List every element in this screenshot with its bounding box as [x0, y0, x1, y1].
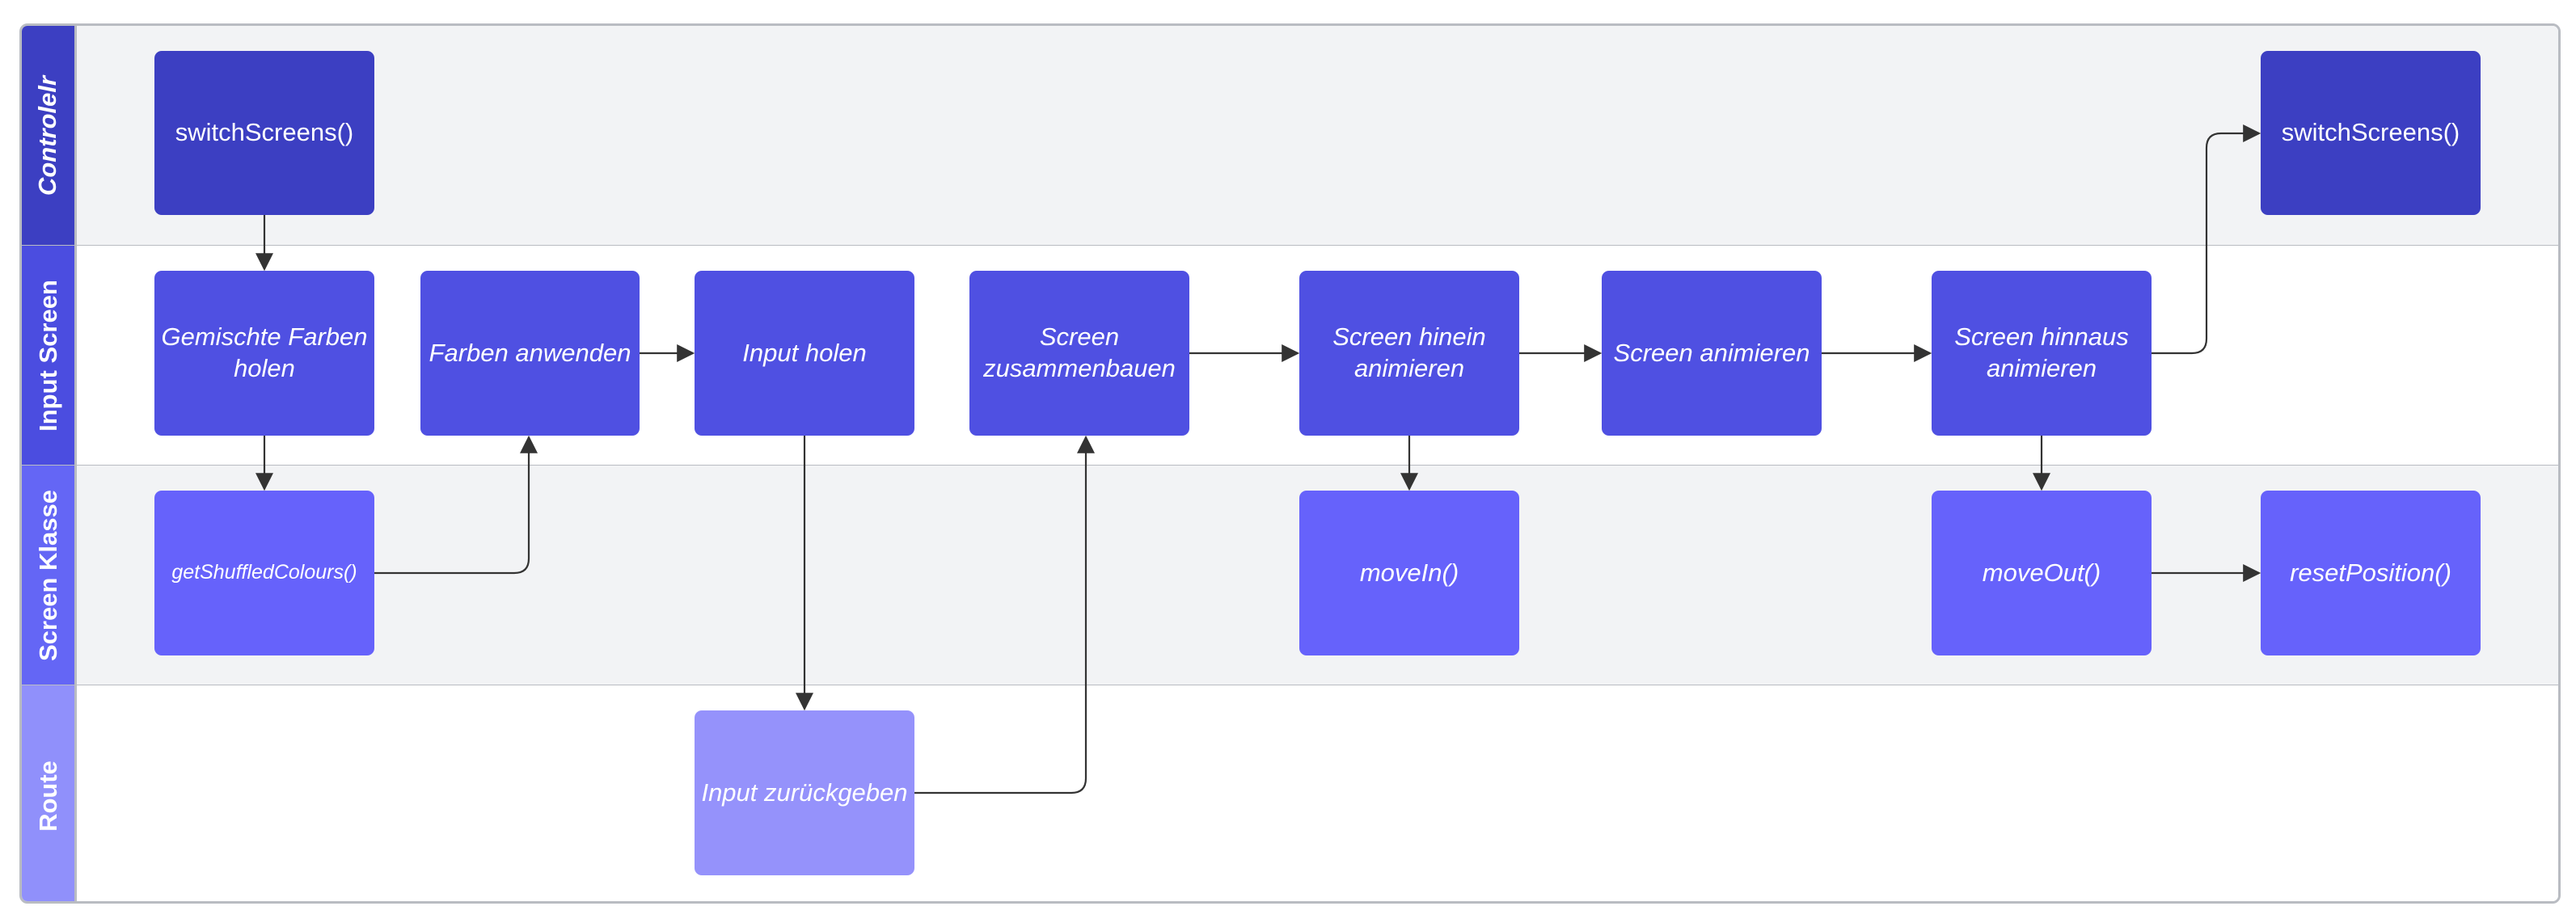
node-get-input[interactable]: Input holen [695, 271, 914, 436]
lane-controller-label: Controlelr [33, 75, 62, 196]
lane-route: Route [22, 685, 2558, 901]
node-animate[interactable]: Screen animieren [1602, 271, 1822, 436]
lane-controller: Controlelr [22, 26, 2558, 247]
node-assemble-screen[interactable]: Screen zusammenbauen [969, 271, 1189, 436]
lane-route-background [77, 685, 2558, 901]
lane-screen-header: Screen Klasse [22, 466, 77, 685]
node-animate-in[interactable]: Screen hinein animieren [1299, 271, 1519, 436]
node-animate-out[interactable]: Screen hinnaus animieren [1932, 271, 2152, 436]
node-mixed-colors[interactable]: Gemischte Farben holen [154, 271, 374, 436]
node-reset-position[interactable]: resetPosition() [2261, 491, 2481, 655]
lane-input-label: Input Screen [33, 280, 62, 432]
node-apply-colors[interactable]: Farben anwenden [420, 271, 640, 436]
node-switch-screens-end[interactable]: switchScreens() [2261, 51, 2481, 215]
lane-screen-label: Screen Klasse [33, 490, 62, 661]
node-get-shuffled-colours[interactable]: getShuffledColours() [154, 491, 374, 655]
node-move-out[interactable]: moveOut() [1932, 491, 2152, 655]
lane-input-screen: Input Screen [22, 246, 2558, 467]
lane-route-header: Route [22, 685, 77, 901]
node-move-in[interactable]: moveIn() [1299, 491, 1519, 655]
lane-input-header: Input Screen [22, 246, 77, 466]
lane-route-label: Route [33, 760, 62, 832]
lane-controller-background [77, 26, 2558, 246]
lane-screen-klasse: Screen Klasse [22, 466, 2558, 687]
lane-controller-header: Controlelr [22, 26, 77, 246]
node-return-input[interactable]: Input zurückgeben [695, 710, 914, 875]
swimlane-frame: Controlelr Input Screen Screen Klasse Ro… [19, 23, 2561, 904]
node-switch-screens-start[interactable]: switchScreens() [154, 51, 374, 215]
